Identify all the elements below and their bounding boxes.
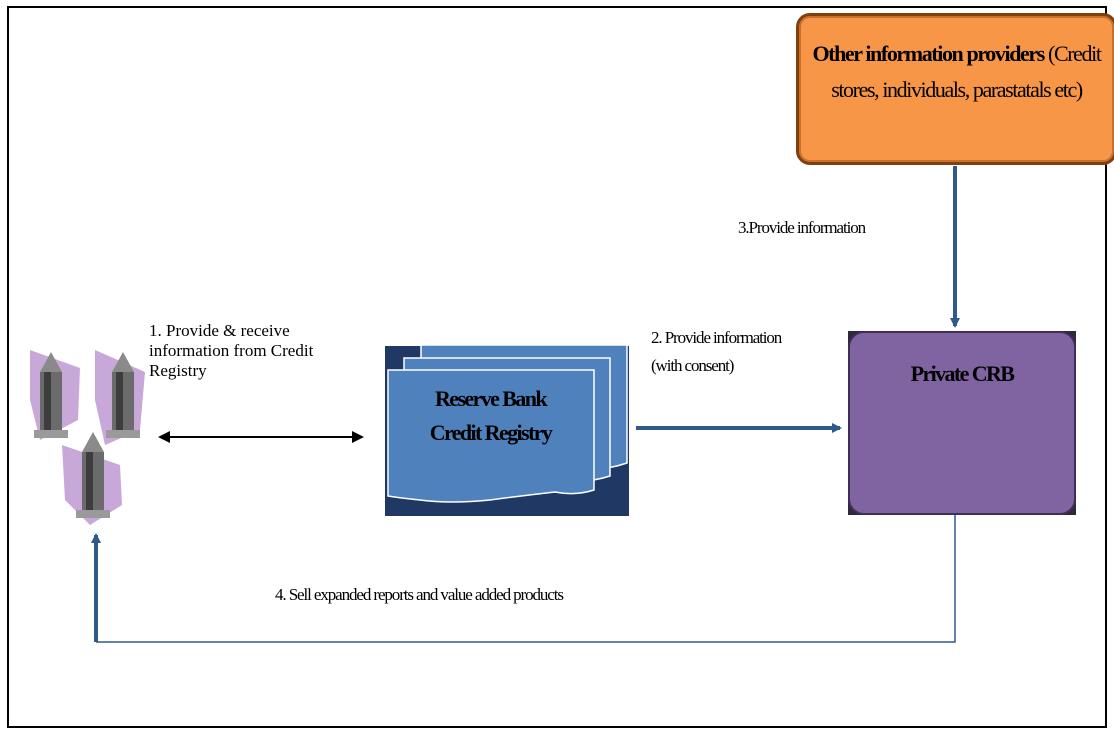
registry-title-line1: Reserve Bank [435, 386, 548, 411]
page-border [7, 6, 1107, 728]
building-left [34, 352, 68, 438]
private-crb-title: Private CRB [910, 361, 1015, 386]
registry-title: Reserve Bank Credit Registry [388, 382, 593, 450]
step4-label: 4. Sell expanded reports and value added… [275, 585, 564, 604]
step1-line3: Registry [149, 361, 207, 380]
building-center [76, 432, 110, 518]
private-crb-box: Private CRB [848, 331, 1076, 515]
building-right [106, 352, 140, 438]
other-providers-subtitle: (Credit stores, individuals, parastatals… [831, 41, 1102, 102]
connector-crb-to-banks [96, 515, 956, 643]
registry-title-line2: Credit Registry [429, 420, 553, 445]
reserve-bank-document-stack [385, 344, 629, 516]
step2-line1: 2. Provide information [651, 328, 782, 347]
step1-line1: 1. Provide & receive [149, 321, 290, 340]
step1-label: 1. Provide & receive information from Cr… [149, 321, 313, 381]
other-providers-title: Other information providers [812, 41, 1045, 66]
other-providers-box: Other information providers (Credit stor… [796, 13, 1114, 165]
step2-label: 2. Provide information (with consent) [651, 324, 782, 380]
step2-line2: (with consent) [651, 356, 734, 375]
step1-line2: information from Credit [149, 341, 314, 360]
registry-doc-front [387, 369, 595, 503]
bank-buildings-icon [30, 350, 145, 525]
step3-label: 3.Provide information [738, 218, 866, 237]
